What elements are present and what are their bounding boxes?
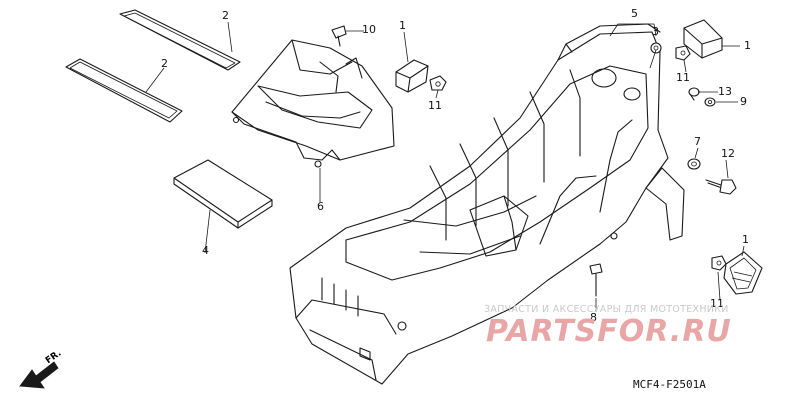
callout-9: 9 <box>740 95 747 108</box>
seal-strip-lower <box>65 58 183 123</box>
grommet-13 <box>688 87 700 101</box>
callout-1-upper-right: 1 <box>744 39 751 52</box>
nut-11-lower <box>711 255 727 271</box>
clip-3 <box>650 42 662 54</box>
leader-lines <box>145 21 745 312</box>
diagram-code: MCF4-F2501A <box>633 378 706 391</box>
callout-11-mid: 11 <box>428 99 442 112</box>
rubber-block-lower <box>723 251 763 295</box>
washer-9 <box>704 97 716 107</box>
rear-fender-body <box>289 23 685 385</box>
collar-7 <box>687 158 701 170</box>
callout-11-right: 11 <box>676 71 690 84</box>
rubber-block-right <box>683 19 723 59</box>
callout-2-upper: 2 <box>222 9 229 22</box>
nut-11-mid <box>429 75 447 91</box>
nut-11-right <box>675 45 691 61</box>
callout-4: 4 <box>202 244 209 257</box>
watermark-tagline: ЗАПЧАСТИ И АКСЕССУАРЫ ДЛЯ МОТОТЕХНИКИ <box>484 304 729 315</box>
inner-tray <box>231 39 395 168</box>
callout-6: 6 <box>317 200 324 213</box>
callout-10: 10 <box>362 23 376 36</box>
callout-5: 5 <box>631 7 638 20</box>
bolt-12 <box>705 179 737 195</box>
cover-pad <box>173 159 273 229</box>
callout-1-upper-mid: 1 <box>399 19 406 32</box>
callout-2-lower: 2 <box>161 57 168 70</box>
front-direction-arrow <box>19 361 59 389</box>
callout-8: 8 <box>590 311 597 324</box>
bolt-8 <box>589 263 603 297</box>
callout-1-lower: 1 <box>742 233 749 246</box>
rubber-block-mid <box>395 59 429 93</box>
callout-13: 13 <box>718 85 732 98</box>
callout-7: 7 <box>694 135 701 148</box>
screw-10 <box>331 25 347 47</box>
callout-3: 3 <box>652 25 659 38</box>
watermark-brand: PARTSFOR.RU <box>486 314 732 349</box>
seal-strip-upper <box>119 9 241 71</box>
callout-11-lower: 11 <box>710 297 724 310</box>
callout-12: 12 <box>721 147 735 160</box>
